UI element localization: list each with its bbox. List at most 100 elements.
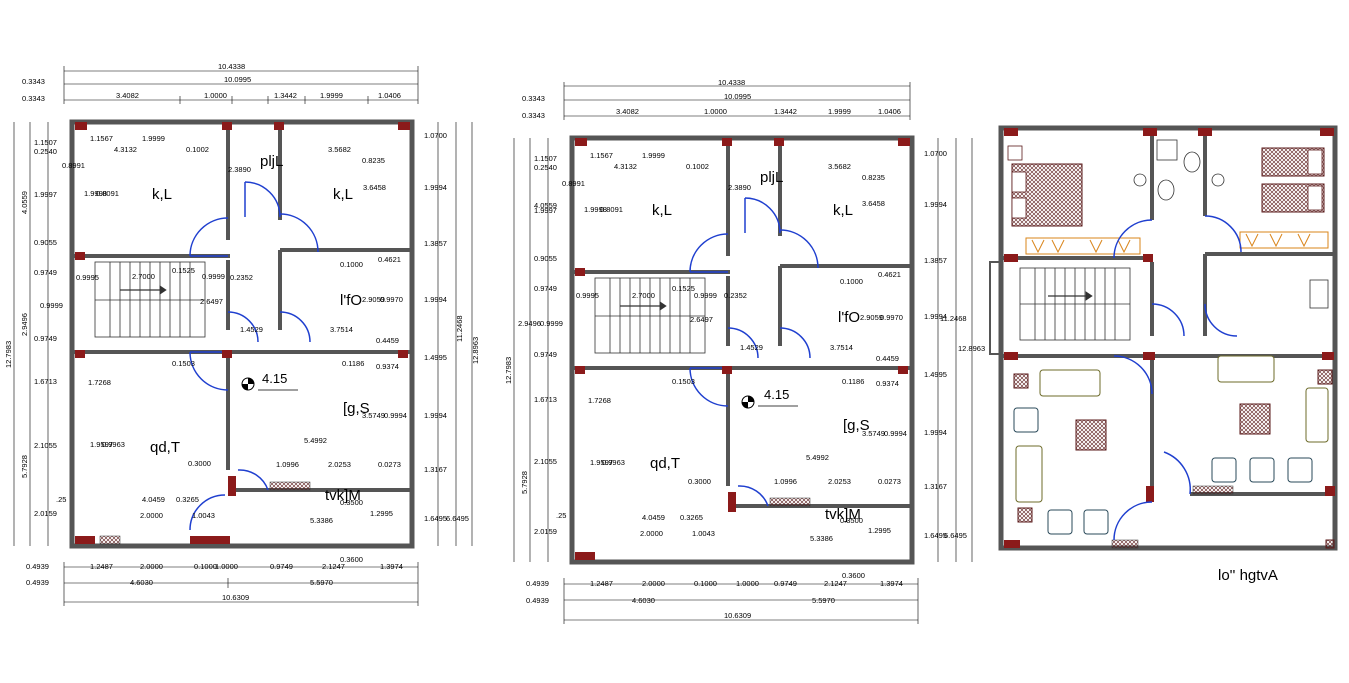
dim-left: 1.9997 bbox=[534, 206, 557, 215]
furnished-plan-right: lo'' hgtvA bbox=[989, 125, 1338, 584]
dim-left: 2.9496 bbox=[20, 313, 29, 336]
svg-text:1.0043: 1.0043 bbox=[692, 529, 715, 538]
svg-text:0.3000: 0.3000 bbox=[188, 459, 211, 468]
dim-segment: 1.9999 bbox=[828, 107, 851, 116]
dim-left: .25 bbox=[56, 495, 66, 504]
interior-dimensions: 1.1567 1.9999 4.3132 0.1002 3.5682 0.823… bbox=[62, 134, 407, 564]
dim-bottom-overall: 10.6309 bbox=[724, 611, 751, 620]
svg-text:0.8991: 0.8991 bbox=[562, 179, 585, 188]
bed-icon bbox=[1261, 147, 1325, 213]
room-label: k,L bbox=[152, 186, 172, 203]
dimensioned-plan-middle: 4.15 k,L k,L pljL l'fO qd,T [g,S tvk]M 1… bbox=[504, 78, 985, 624]
svg-text:1.4529: 1.4529 bbox=[740, 343, 763, 352]
bottom-dimension-lines bbox=[563, 578, 919, 624]
dim-left: 4.0559 bbox=[534, 201, 557, 210]
svg-text:2.7000: 2.7000 bbox=[132, 272, 155, 281]
svg-text:2.3890: 2.3890 bbox=[228, 165, 251, 174]
svg-text:0.9994: 0.9994 bbox=[384, 411, 407, 420]
svg-text:2.7000: 2.7000 bbox=[632, 291, 655, 300]
dim-bottom: 1.0000 bbox=[736, 579, 759, 588]
dim-segment: 1.0406 bbox=[878, 107, 901, 116]
top-dimension-lines bbox=[63, 66, 419, 104]
svg-text:0.8091: 0.8091 bbox=[600, 205, 623, 214]
dim-left: 2.0159 bbox=[534, 527, 557, 536]
door-arcs bbox=[189, 181, 319, 531]
dimensioned-plan-left: 4.15 k,L k,L pljL l'fO qd,T [g,S tvk]M 1… bbox=[4, 62, 480, 606]
wardrobe-icon bbox=[1025, 231, 1329, 255]
svg-text:0.1186: 0.1186 bbox=[842, 377, 864, 386]
svg-text:0.1525: 0.1525 bbox=[672, 284, 695, 293]
dim-offset: 0.3343 bbox=[522, 94, 545, 103]
room-label: l'fO bbox=[838, 309, 860, 326]
armchair-icon bbox=[1013, 407, 1313, 535]
dim-bottom-overall: 10.6309 bbox=[222, 593, 249, 602]
dim-right: 1.9994 bbox=[424, 183, 447, 192]
dim-bottom: 0.4939 bbox=[526, 579, 549, 588]
right-dimension-lines bbox=[937, 138, 973, 562]
svg-text:1.2995: 1.2995 bbox=[868, 526, 891, 535]
dim-segment: 3.4082 bbox=[616, 107, 639, 116]
svg-text:0.8991: 0.8991 bbox=[62, 161, 85, 170]
dim-offset: 0.3343 bbox=[22, 94, 45, 103]
dim-right: 12.8963 bbox=[471, 337, 480, 364]
dim-left: 2.1055 bbox=[534, 457, 557, 466]
svg-text:1.7268: 1.7268 bbox=[588, 396, 611, 405]
svg-text:1.1567: 1.1567 bbox=[590, 151, 613, 160]
svg-text:0.8235: 0.8235 bbox=[362, 156, 385, 165]
dim-bottom: 0.1000 bbox=[694, 579, 717, 588]
dim-right: 1.9994 bbox=[424, 411, 447, 420]
svg-text:2.0000: 2.0000 bbox=[640, 529, 663, 538]
top-dimension-lines bbox=[563, 82, 911, 120]
svg-text:1.0043: 1.0043 bbox=[192, 511, 215, 520]
svg-text:5.4992: 5.4992 bbox=[806, 453, 829, 462]
dim-left: 1.1507 bbox=[534, 154, 557, 163]
svg-text:2.0000: 2.0000 bbox=[140, 511, 163, 520]
dim-bottom: 2.0000 bbox=[140, 562, 163, 571]
dim-bottom: 1.3974 bbox=[380, 562, 403, 571]
svg-text:0.9970: 0.9970 bbox=[880, 313, 903, 322]
svg-text:0.3265: 0.3265 bbox=[680, 513, 703, 522]
door-arcs bbox=[1113, 215, 1242, 541]
svg-text:0.1000: 0.1000 bbox=[840, 277, 863, 286]
dim-bottom: 4.6030 bbox=[632, 596, 655, 605]
dim-inner-top: 10.0995 bbox=[724, 92, 751, 101]
svg-text:0.9995: 0.9995 bbox=[576, 291, 599, 300]
svg-text:2.0253: 2.0253 bbox=[328, 460, 351, 469]
room-label: qd,T bbox=[150, 439, 180, 456]
dim-right: 1.9994 bbox=[924, 200, 947, 209]
svg-text:1.0996: 1.0996 bbox=[276, 460, 299, 469]
sink-icon bbox=[1309, 279, 1329, 309]
dim-bottom: 1.2487 bbox=[90, 562, 113, 571]
svg-text:0.4459: 0.4459 bbox=[876, 354, 899, 363]
level-marker bbox=[741, 395, 798, 409]
svg-text:1.9998: 1.9998 bbox=[584, 205, 607, 214]
dim-overall-top: 10.4338 bbox=[218, 62, 245, 71]
dim-right: 1.3857 bbox=[924, 256, 947, 265]
dim-right: 1.9994 bbox=[924, 428, 947, 437]
dim-bottom: 2.1247 bbox=[824, 579, 847, 588]
svg-text:0.1186: 0.1186 bbox=[342, 359, 364, 368]
svg-text:0.8235: 0.8235 bbox=[862, 173, 885, 182]
svg-text:0.9970: 0.9970 bbox=[380, 295, 403, 304]
svg-text:3.5682: 3.5682 bbox=[328, 145, 351, 154]
dim-right: 11.2468 bbox=[455, 315, 464, 342]
dim-left: 4.0559 bbox=[20, 191, 29, 214]
svg-text:1.9999: 1.9999 bbox=[142, 134, 165, 143]
room-label: pljL bbox=[760, 169, 783, 186]
room-label: k,L bbox=[652, 202, 672, 219]
dim-right: 1.9994 bbox=[924, 312, 947, 321]
dim-segment: 1.0000 bbox=[704, 107, 727, 116]
dim-right: 1.3167 bbox=[424, 465, 447, 474]
svg-text:0.9374: 0.9374 bbox=[376, 362, 399, 371]
interior-dimensions: 1.1567 1.9999 4.3132 0.1002 3.5682 0.823… bbox=[562, 151, 907, 580]
svg-text:2.9059: 2.9059 bbox=[860, 313, 883, 322]
dim-right: 1.0700 bbox=[424, 131, 447, 140]
room-label: k,L bbox=[333, 186, 353, 203]
svg-text:1.9999: 1.9999 bbox=[642, 151, 665, 160]
staircase bbox=[594, 277, 706, 354]
dim-right: 12.8963 bbox=[958, 344, 985, 353]
dim-left: 2.1055 bbox=[34, 441, 57, 450]
left-dimension-lines bbox=[513, 138, 549, 562]
room-label: tvk]M bbox=[325, 487, 361, 504]
